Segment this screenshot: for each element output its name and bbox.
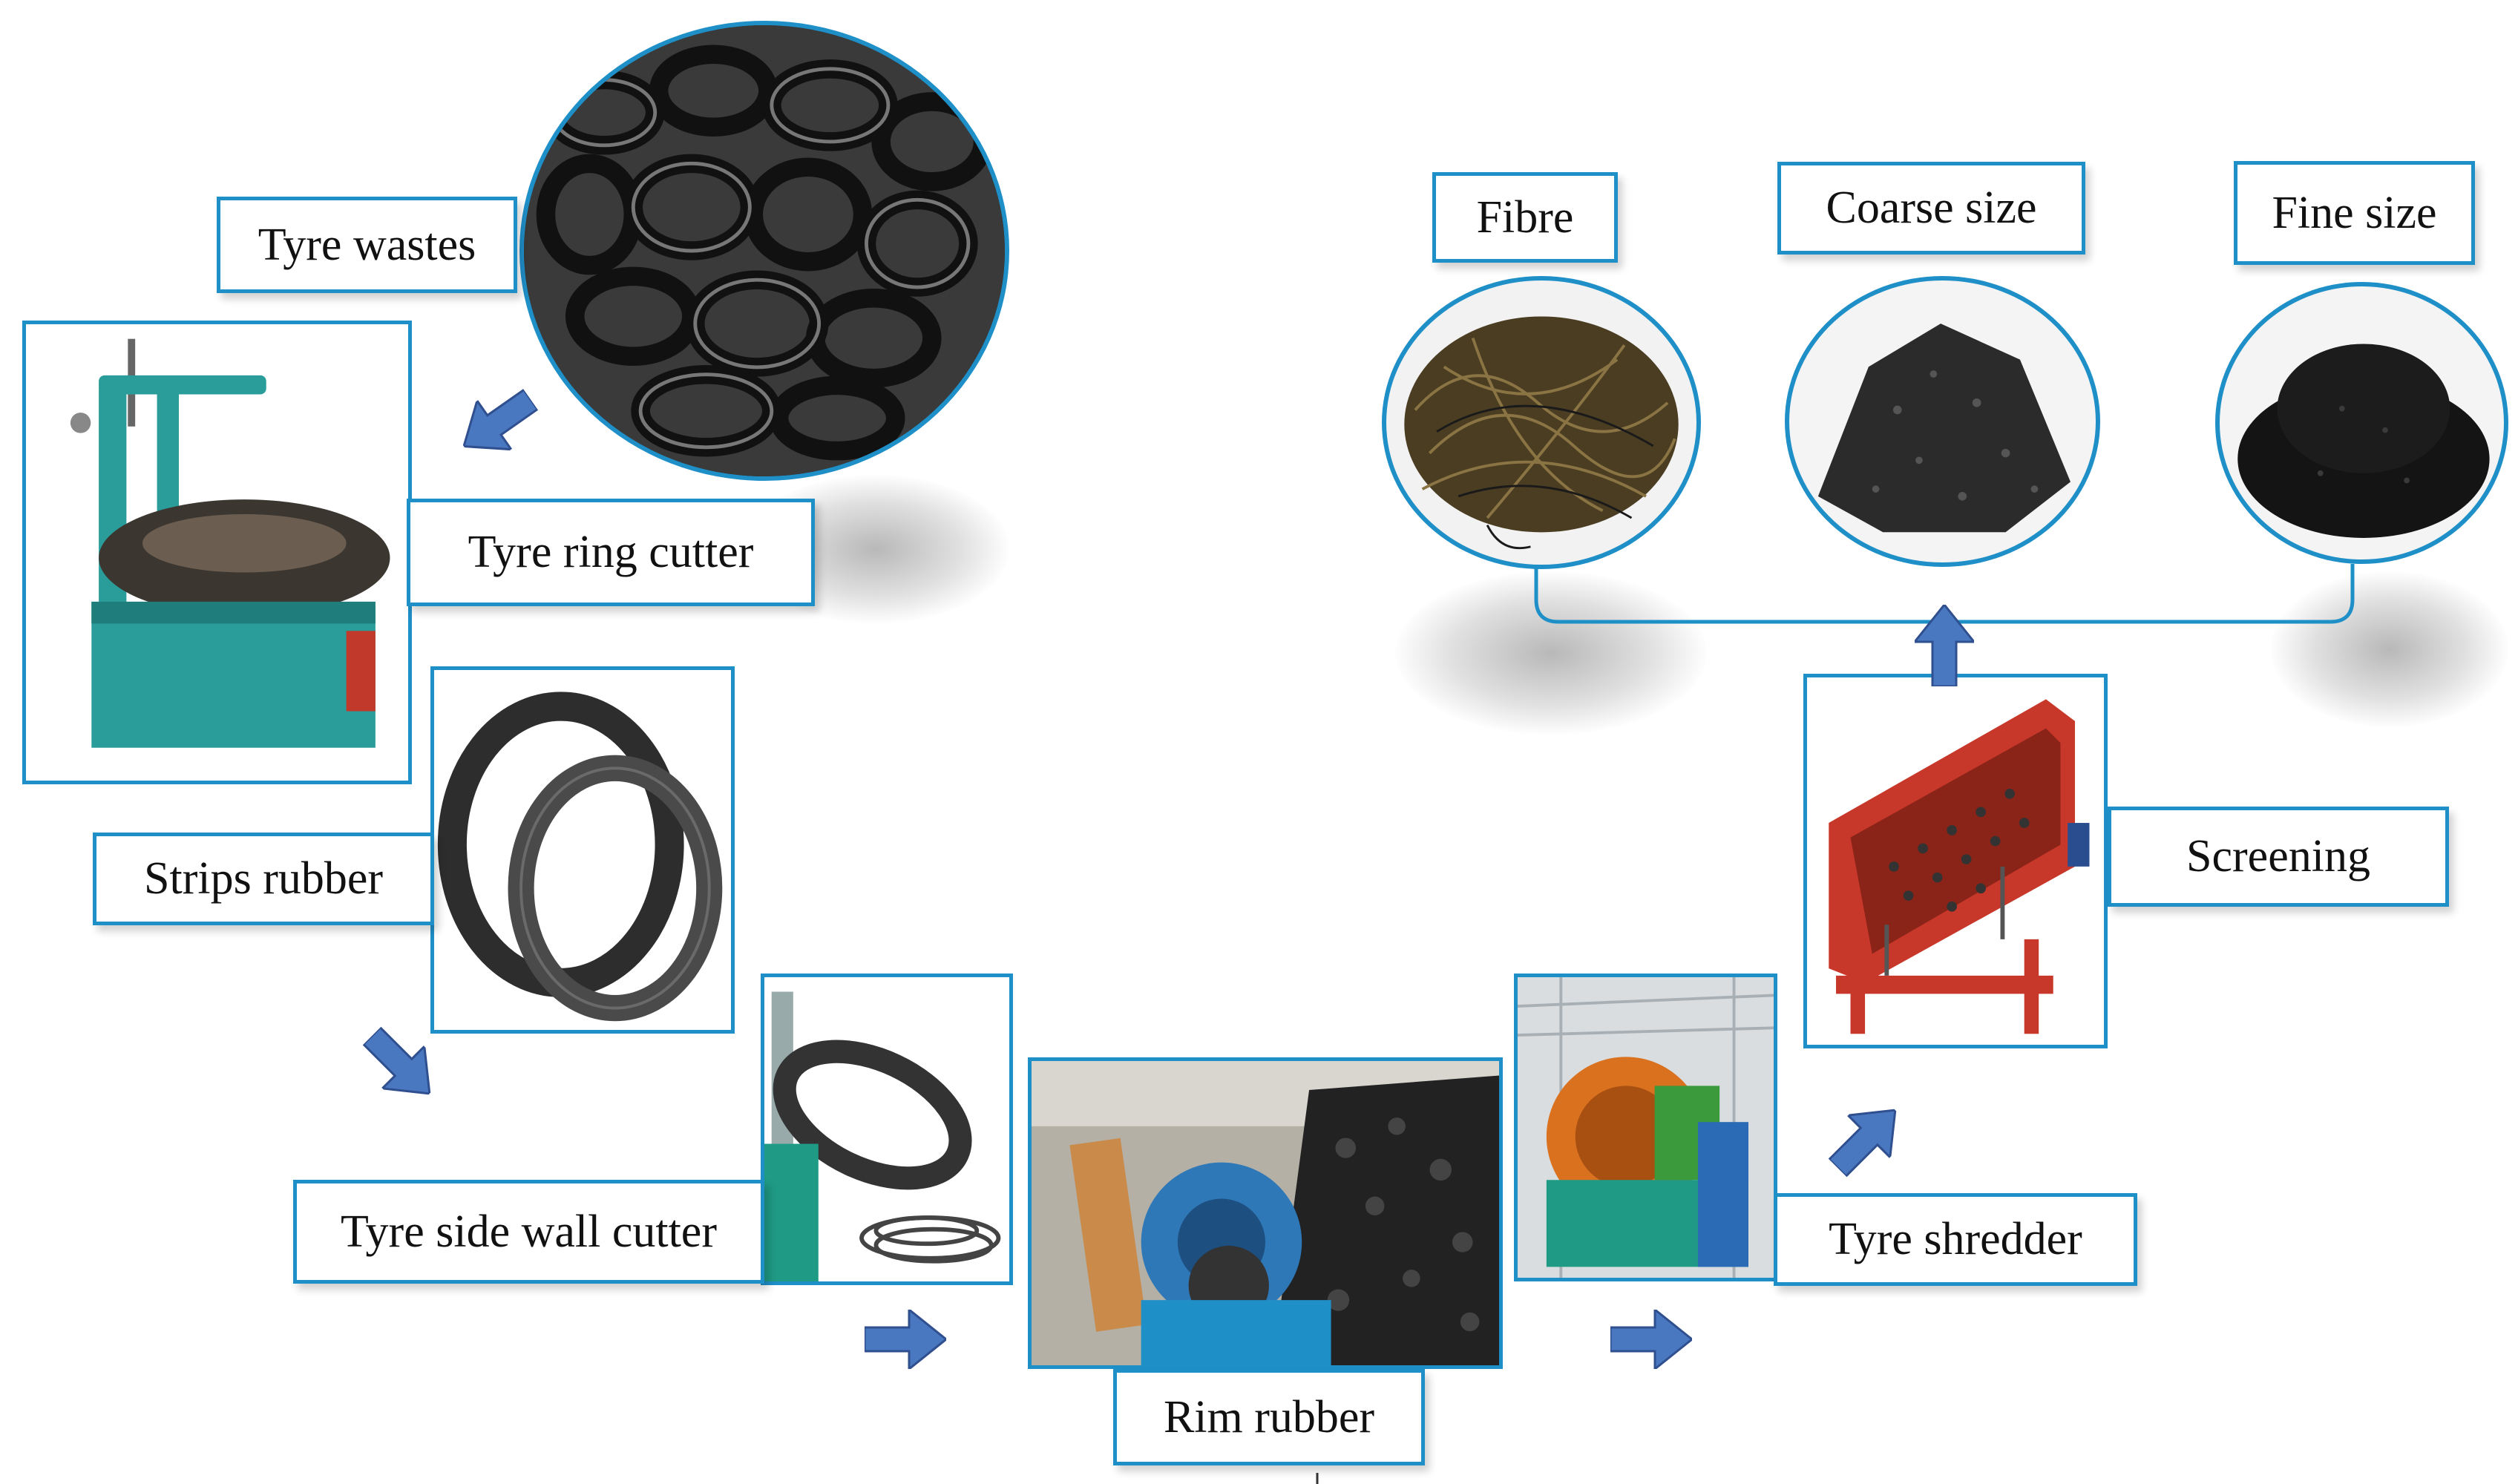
tyre-side-wall-cutter-label: Tyre side wall cutter [293,1180,764,1284]
shadow-products-left [1395,571,1707,735]
tyre-shredder-label: Tyre shredder [1774,1193,2137,1286]
strips-rubber-label: Strips rubber [93,833,434,925]
arrow-icon [361,1025,431,1095]
tyre-wastes-photo [519,21,1009,481]
screening-photo [1803,674,2108,1048]
fibre-label: Fibre [1432,172,1618,263]
tyre-ring-cutter-photo [22,321,412,784]
arrow-icon [1827,1109,1897,1178]
arrow-icon [1915,605,1974,686]
arrow-icon [865,1310,946,1369]
screening-label: Screening [2108,807,2449,907]
fine-size-photo [2215,282,2508,564]
fine-size-label: Fine size [2234,161,2475,265]
rim-rubber-label: Rim rubber [1113,1369,1425,1465]
shadow-products-right [2271,571,2508,727]
coarse-size-label: Coarse size [1777,162,2085,255]
tyre-wastes-label: Tyre wastes [217,197,517,293]
strips-rubber-photo [430,666,735,1034]
fibre-photo [1382,276,1701,569]
coarse-size-photo [1785,276,2100,567]
arrow-icon [462,388,540,451]
tyre-ring-cutter-label: Tyre ring cutter [407,499,815,606]
tyre-side-wall-cutter-photo [761,974,1013,1285]
arrow-icon [1610,1310,1692,1369]
rim-rubber-photo [1028,1057,1503,1369]
tyre-shredder-photo [1514,974,1777,1281]
